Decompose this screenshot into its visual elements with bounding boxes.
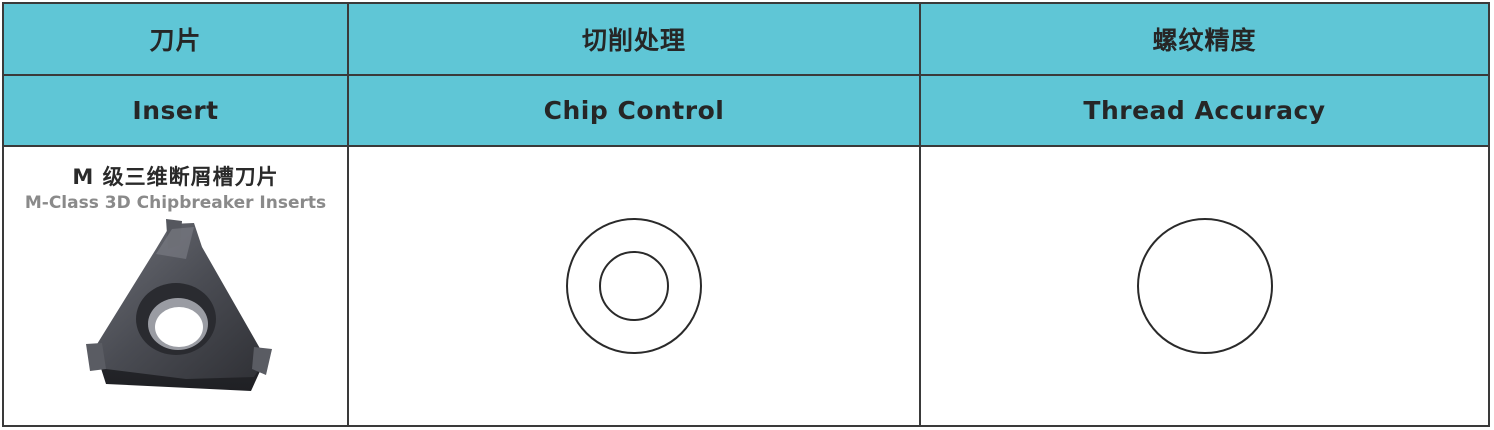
circle-icon xyxy=(1136,218,1273,354)
triangular-insert-image xyxy=(85,219,272,391)
chip-control-cell xyxy=(349,147,921,425)
header-thread-accuracy-zh: 螺纹精度 xyxy=(921,4,1488,74)
header-row-en: Insert Chip Control Thread Accuracy xyxy=(4,74,1488,145)
header-insert-zh: 刀片 xyxy=(4,4,349,74)
insert-name-en: M-Class 3D Chipbreaker Inserts xyxy=(24,193,327,213)
header-row-zh: 刀片 切削处理 螺纹精度 xyxy=(4,4,1488,74)
double-circle-icon xyxy=(566,218,702,354)
data-row: M 级三维断屑槽刀片 M-Class 3D Chipbreaker Insert… xyxy=(4,145,1488,425)
header-thread-accuracy-en: Thread Accuracy xyxy=(921,76,1488,145)
insert-name-zh: M 级三维断屑槽刀片 xyxy=(72,165,279,189)
header-chip-control-zh: 切削处理 xyxy=(349,4,921,74)
header-insert-en: Insert xyxy=(4,76,349,145)
thread-accuracy-cell xyxy=(921,147,1488,425)
insert-cell: M 级三维断屑槽刀片 M-Class 3D Chipbreaker Insert… xyxy=(4,147,349,425)
header-chip-control-en: Chip Control xyxy=(349,76,921,145)
